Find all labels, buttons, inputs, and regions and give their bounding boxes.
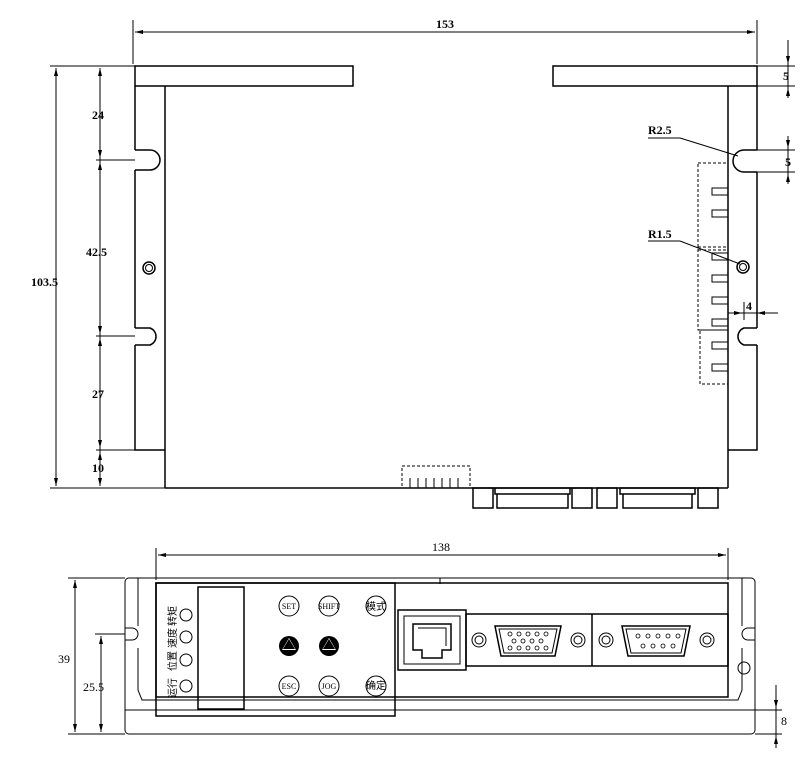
svg-text:SET: SET: [282, 602, 296, 611]
button-esc[interactable]: ESC: [278, 675, 300, 697]
front-right-hole: [737, 661, 751, 675]
button-shift[interactable]: SHIFT: [318, 595, 340, 617]
led-display: [197, 586, 245, 710]
right-slot-upper: [732, 149, 757, 173]
dim-width-total: 153: [436, 17, 454, 31]
dim-seg-top: 24: [92, 108, 104, 122]
dim-slot-height: 5: [785, 155, 791, 169]
dim-front-height: 39: [58, 652, 70, 666]
svg-text:ESC: ESC: [282, 682, 297, 691]
label-speed: 速度: [166, 628, 179, 648]
dim-foot: 8: [781, 714, 787, 728]
terminal-block-lower: [699, 329, 729, 385]
db9-connector: [598, 625, 715, 657]
label-run: 运行: [166, 678, 179, 698]
label-torque: 转矩: [166, 606, 179, 626]
dsub-panel: [465, 613, 729, 667]
keypad-board: [155, 582, 396, 717]
dim-seg-bottom: 10: [92, 461, 104, 475]
front-left-slot: [125, 627, 139, 641]
right-wall: [728, 86, 758, 451]
front-view: 138 转矩 速度 位置 运行 SET: [58, 540, 787, 748]
button-down[interactable]: [319, 636, 339, 656]
button-up[interactable]: [279, 636, 299, 656]
top-flange-left: [134, 65, 354, 87]
rj45-port: [397, 609, 467, 671]
left-hole: [142, 261, 156, 275]
button-set[interactable]: SET: [278, 595, 300, 617]
dim-slot-depth: 4: [746, 299, 752, 313]
left-slot-lower: [135, 327, 157, 346]
top-flange-right: [552, 65, 758, 87]
radius-hole-label: R1.5: [648, 227, 672, 241]
svg-text:SHIFT: SHIFT: [318, 602, 340, 611]
indicator-leds: 转矩 速度 位置 运行: [166, 606, 193, 698]
bottom-connector: [401, 465, 471, 489]
front-right-slot: [741, 627, 755, 641]
front-panel: [155, 582, 729, 698]
svg-text:模式: 模式: [366, 600, 386, 613]
bottom-dsub-connectors: [472, 487, 719, 509]
dim-seg-low: 27: [92, 387, 104, 401]
dim-flange: 5: [783, 69, 789, 83]
radius-slot-label: R2.5: [648, 123, 672, 137]
button-mode[interactable]: 模式: [365, 595, 387, 617]
left-wall: [134, 86, 165, 451]
right-hole: [736, 260, 750, 274]
dim-front-width: 138: [432, 540, 450, 554]
label-position: 位置: [166, 651, 179, 671]
db15-connector: [471, 625, 586, 657]
svg-text:JOG: JOG: [322, 682, 337, 691]
dim-seg-mid: 42.5: [86, 245, 107, 259]
dim-height-total: 103.5: [31, 275, 58, 289]
right-slot-lower: [737, 327, 757, 346]
top-view: 153: [31, 17, 795, 509]
button-jog[interactable]: JOG: [318, 675, 340, 697]
button-enter[interactable]: 确定: [365, 675, 387, 697]
svg-text:确定: 确定: [366, 679, 386, 692]
dim-front-slot: 25.5: [83, 680, 104, 694]
left-slot-upper: [135, 149, 161, 171]
